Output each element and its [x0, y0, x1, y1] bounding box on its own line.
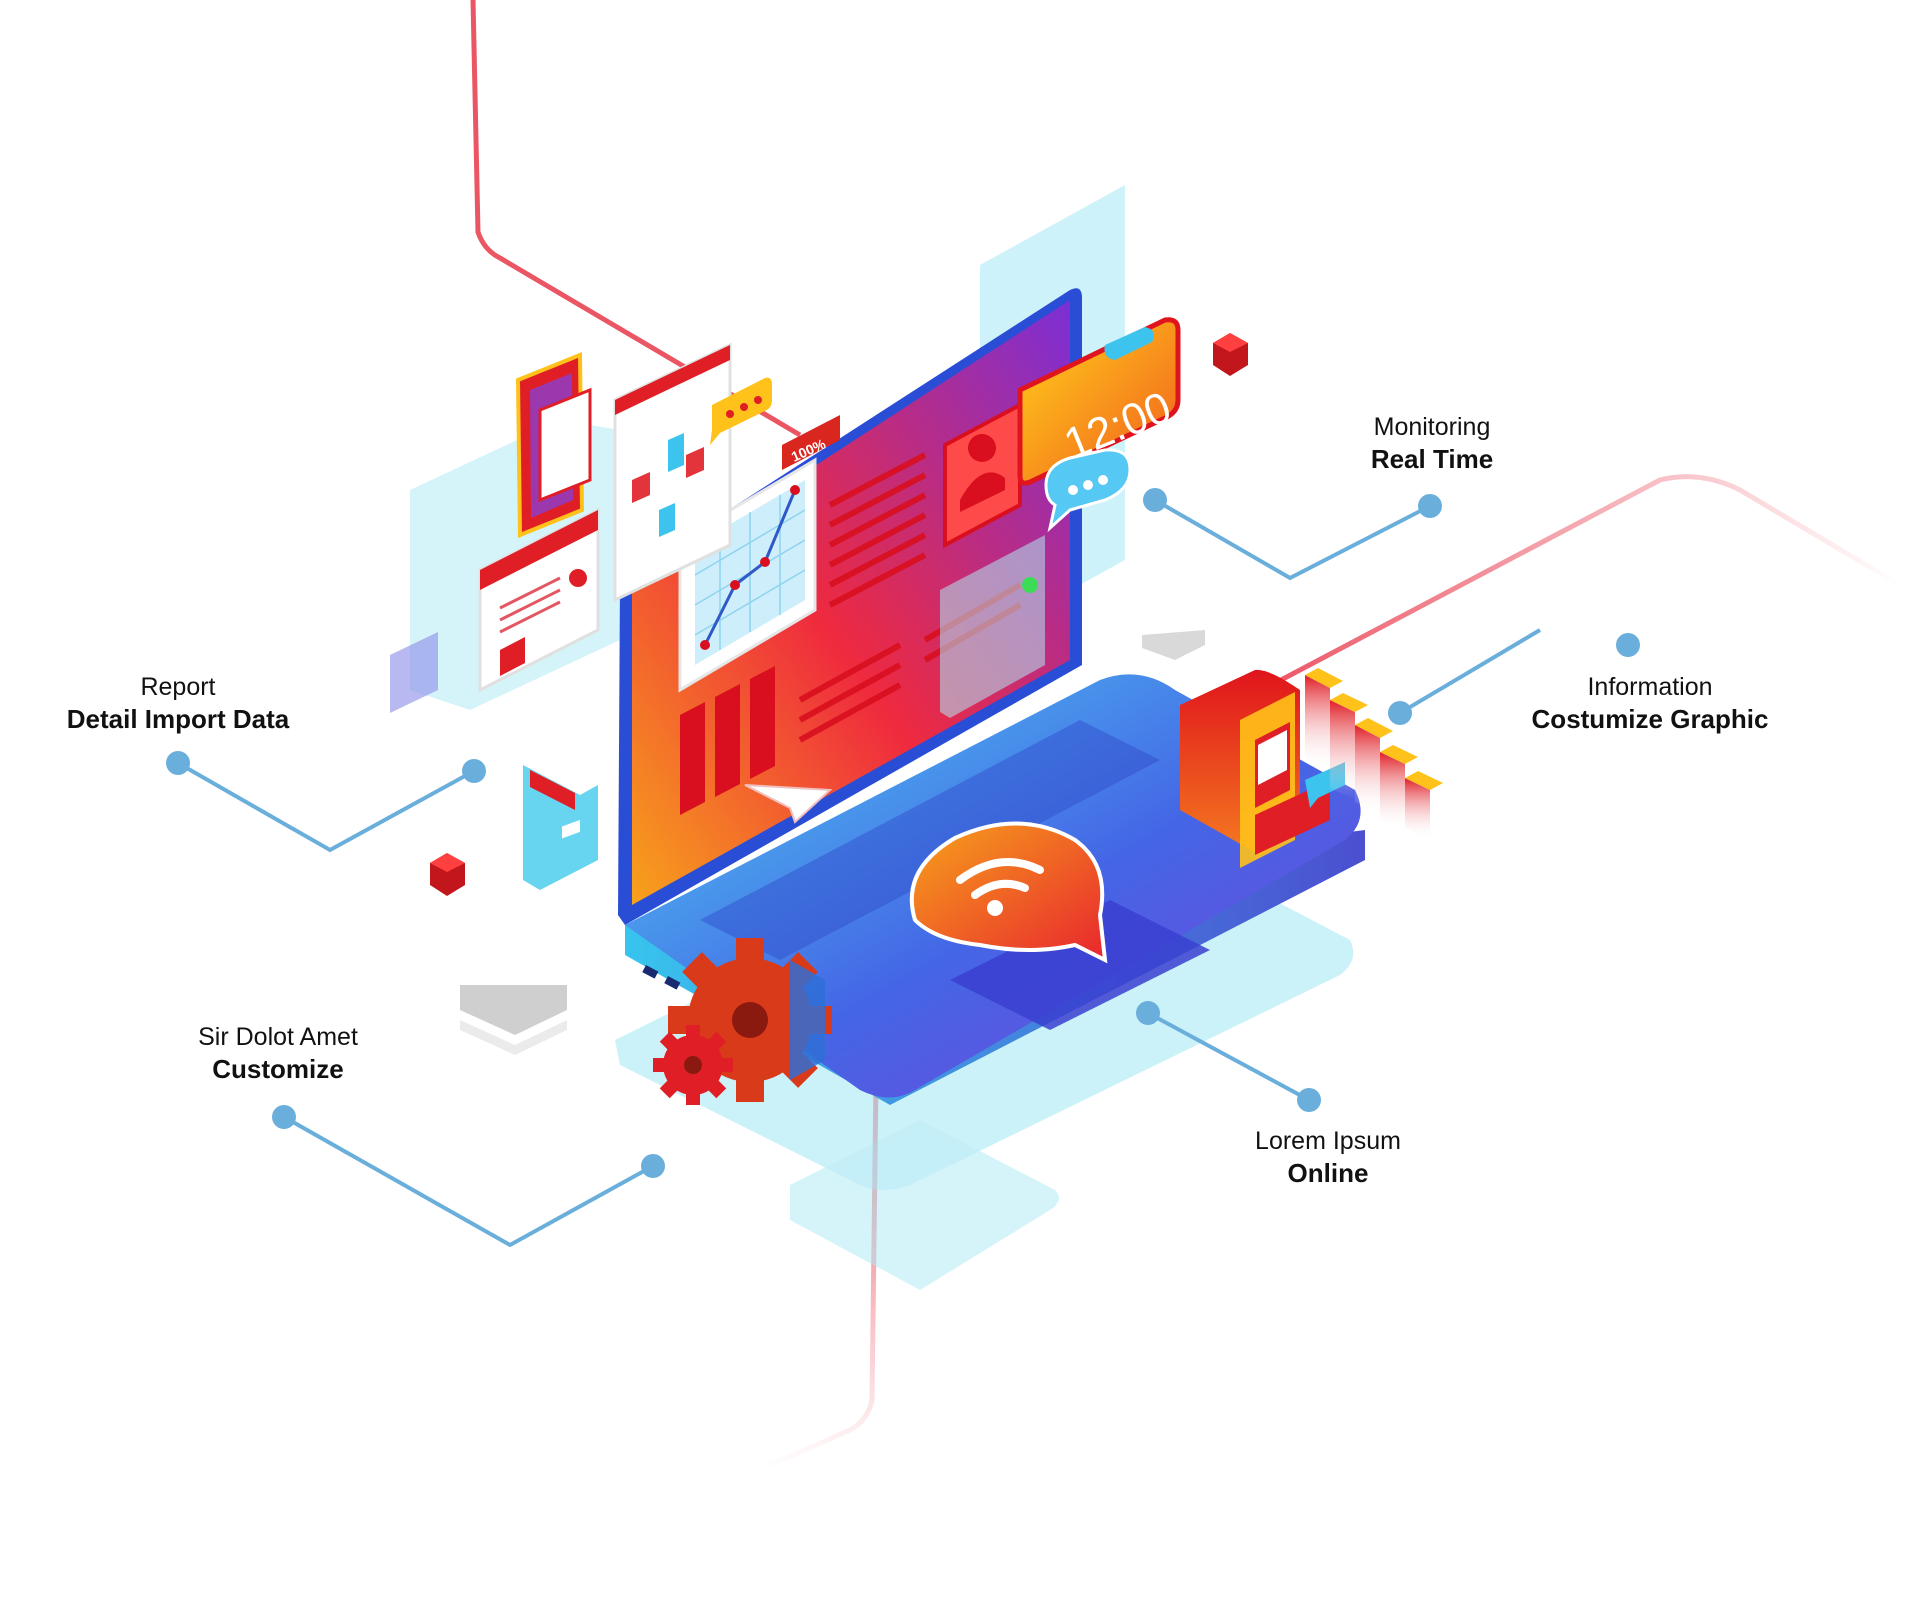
- clock-button: [1104, 327, 1154, 360]
- connector-dots: [166, 488, 1640, 1178]
- label-customize: Sir Dolot Amet Customize: [88, 1022, 468, 1086]
- screen-overlay-window: [940, 535, 1045, 718]
- label-online-subtitle: Online: [1287, 1158, 1369, 1189]
- connector-information: [1398, 628, 1542, 715]
- usb-port: [642, 965, 659, 979]
- status-dot: [1022, 577, 1038, 593]
- bar-chart-icon: [1305, 668, 1443, 840]
- cursor-icon: [744, 784, 833, 824]
- connector-lines: [177, 498, 1542, 1248]
- touchpad: [950, 900, 1210, 1030]
- connector-online: [1147, 1011, 1310, 1102]
- label-monitoring-title: Monitoring: [1373, 413, 1491, 441]
- connector-customize: [283, 1115, 654, 1248]
- label-information-subtitle: Costumize Graphic: [1531, 704, 1769, 735]
- circuit-line-top: [470, 0, 802, 438]
- folder-icon: [523, 765, 598, 890]
- decor-cubes: [430, 333, 1248, 896]
- label-monitoring-subtitle: Real Time: [1370, 444, 1494, 475]
- chart-line: [703, 489, 797, 646]
- small-gear-icon: [653, 1025, 733, 1105]
- circuit-line-right: [1260, 474, 1902, 693]
- chat-bubble-yellow: [710, 377, 772, 445]
- connector-report: [177, 761, 475, 853]
- label-online: Lorem Ipsum Online: [1138, 1126, 1518, 1190]
- circuit-line-bottom: [758, 1079, 879, 1473]
- usb-port-2: [664, 975, 681, 990]
- laptop-screen: [618, 288, 1082, 925]
- grey-shapes: [460, 630, 1205, 1055]
- profile-avatar-body: [960, 472, 1005, 512]
- purple-tile: [390, 632, 438, 713]
- label-customize-subtitle: Customize: [212, 1054, 344, 1085]
- circuit-lines: [470, 0, 1902, 1473]
- label-online-title: Lorem Ipsum: [1255, 1127, 1401, 1155]
- label-report: Report Detail Import Data: [0, 672, 368, 736]
- wifi-icon: [909, 821, 1108, 964]
- label-information-title: Information: [1587, 673, 1713, 701]
- label-monitoring: Monitoring Real Time: [1242, 412, 1622, 476]
- connector-monitoring: [1153, 498, 1431, 581]
- line-chart-card: 100%: [678, 415, 840, 693]
- chart-points: [700, 485, 800, 650]
- profile-avatar-head: [968, 434, 996, 462]
- progress-badge: [782, 415, 840, 470]
- label-information: Information Costumize Graphic: [1460, 672, 1840, 736]
- panel-floor-small: [790, 1120, 1059, 1290]
- floating-windows: [390, 342, 772, 890]
- keyboard: [700, 720, 1160, 960]
- gear-icon: [653, 938, 832, 1105]
- label-report-subtitle: Detail Import Data: [66, 704, 290, 735]
- label-report-title: Report: [140, 673, 216, 701]
- label-customize-title: Sir Dolot Amet: [198, 1023, 358, 1051]
- screen-bars: [680, 666, 775, 815]
